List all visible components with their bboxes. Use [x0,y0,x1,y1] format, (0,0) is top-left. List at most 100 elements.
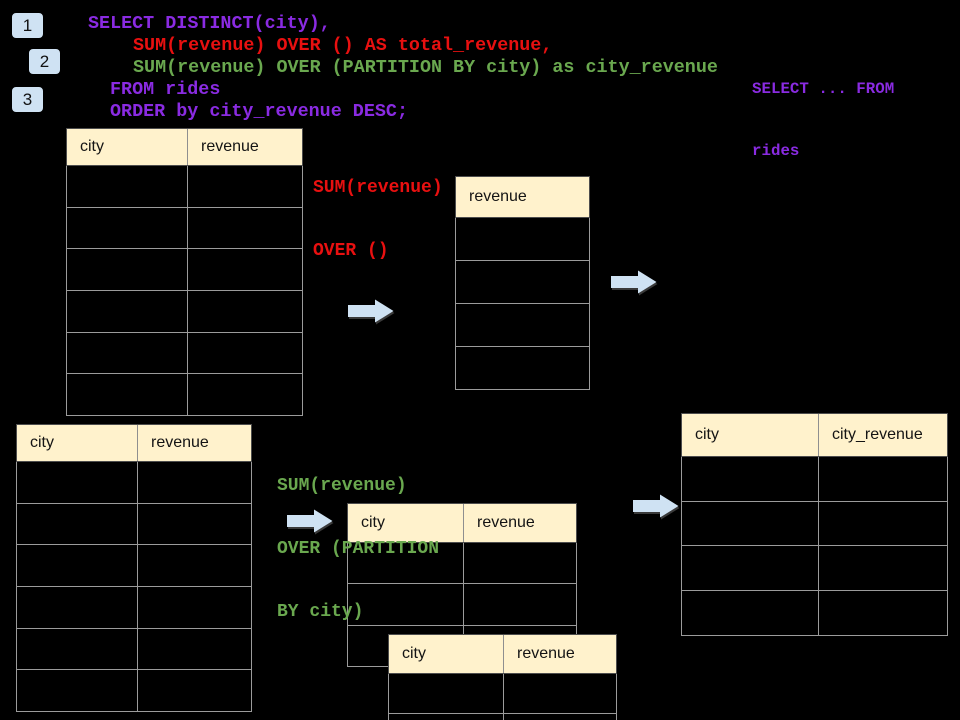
annotation-partition-line-1: SUM(revenue) [277,476,407,496]
annotation-partition-line-2: OVER (PARTITION [277,539,440,559]
table-cell [17,462,137,503]
table-row [66,374,303,417]
table-cell [17,504,137,545]
flow-arrow-icon [287,509,333,533]
table-cell [187,249,302,291]
table-cell [17,545,137,586]
step-badge-3-label: 3 [22,89,33,109]
column-header-city: city [402,645,426,662]
table-cell [187,207,302,249]
sql-line-from: FROM rides [110,79,221,100]
table-cell [818,457,947,501]
sql-line-order: ORDER by city_revenue DESC; [110,101,408,122]
column-header-city: city [361,514,385,531]
table-cell [67,208,187,249]
table-cell [17,629,137,670]
column-header-revenue: revenue [463,504,576,542]
table-row [16,670,252,713]
annotation-partition-revenue: SUM(revenue) OVER (PARTITION BY city) [277,435,439,664]
column-header-city: city [30,434,54,451]
column-header-revenue: revenue [503,635,616,673]
table-row [681,591,948,636]
table-cell [137,670,251,712]
annotation-total-line-2: OVER () [313,241,389,261]
table-cell [682,591,818,635]
table-row [66,207,303,250]
table-cell [67,166,187,207]
table-row [455,261,590,304]
column-header-revenue: revenue [469,188,527,205]
table-cell [456,261,589,303]
table-cell [503,713,616,720]
table-cell [456,218,589,260]
table-cell [682,502,818,546]
table-cell [463,584,576,625]
table-row [681,501,948,547]
table-cell [137,503,251,545]
table-partition-group-2: city revenue [388,634,617,720]
table-row [455,347,590,390]
table-cell [187,332,302,374]
table-cell [67,333,187,374]
table-cell [67,249,187,290]
table-cell [187,291,302,332]
table-total-revenue: revenue [455,176,590,390]
table-cell [463,543,576,584]
step-badge-1-label: 1 [22,15,33,35]
table-cell [456,347,589,389]
column-header-revenue: revenue [137,425,251,461]
table-cell [17,670,137,711]
column-header-city: city [80,138,104,155]
sql-line-select: SELECT DISTINCT(city), [88,13,331,34]
column-header-revenue: revenue [187,129,302,165]
side-note-line-1: SELECT ... FROM [752,80,895,98]
annotation-partition-line-3: BY city) [277,602,364,622]
step-badge-3: 3 [11,86,44,113]
table-cell [503,674,616,713]
annotation-total-line-1: SUM(revenue) [313,178,443,198]
table-cell [187,166,302,207]
table-row [347,584,577,626]
annotation-total-revenue: SUM(revenue) OVER () [313,137,443,303]
table-row [16,587,252,629]
table-cell [389,714,503,720]
column-header-city: city [695,426,719,443]
table-row [66,249,303,292]
table-cell [137,587,251,628]
table-row [66,291,303,333]
table-row [16,628,252,671]
table-row [16,503,252,546]
table-row [681,546,948,592]
table-rides-source-top: city revenue [66,128,303,417]
table-cell [137,462,251,503]
table-row [66,332,303,375]
table-cell [17,587,137,628]
table-rides-source-bottom: city revenue [16,424,252,713]
flow-arrow-icon [348,299,394,323]
table-row [455,218,590,261]
table-cell [818,501,947,546]
table-row [347,543,577,585]
table-cell [67,291,187,332]
step-badge-2-label: 2 [39,51,50,71]
table-row [16,545,252,588]
table-cell [818,591,947,635]
table-row [681,457,948,502]
table-cell [818,546,947,591]
table-cell [389,674,503,713]
table-cell [682,457,818,501]
column-header-city-revenue: city_revenue [818,414,947,456]
flow-arrow-icon [611,270,657,294]
side-note-line-2: rides [752,141,800,160]
table-row [455,304,590,347]
table-row [66,166,303,208]
step-badge-1: 1 [11,12,44,39]
table-cell [187,374,302,416]
flow-arrow-icon [633,494,679,518]
table-cell [682,546,818,590]
table-cell [456,304,589,346]
table-row [16,462,252,504]
table-row [388,674,617,714]
table-city-revenue-result: city city_revenue [681,413,948,636]
